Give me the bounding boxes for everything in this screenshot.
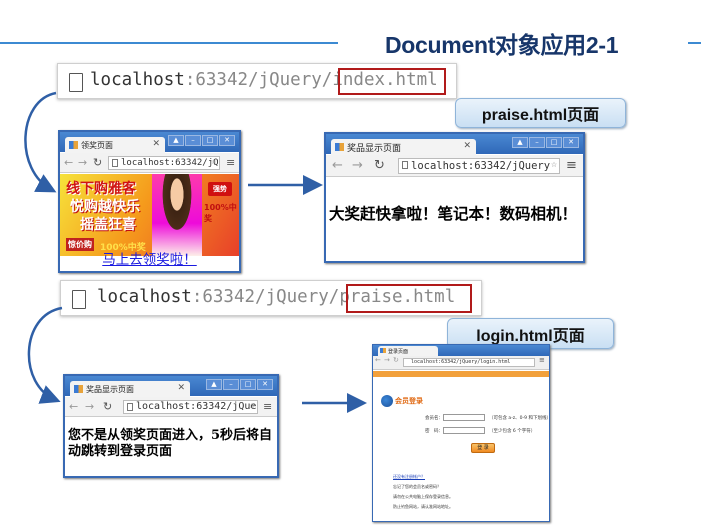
close-window-icon[interactable]: ✕ (563, 137, 579, 148)
url-host: localhost (97, 287, 192, 307)
close-tab-icon[interactable]: ✕ (152, 139, 160, 149)
forward-icon[interactable]: → (384, 356, 390, 364)
login-button[interactable]: 登 录 (471, 443, 495, 453)
curved-arrow-1 (24, 91, 57, 193)
file-highlight-box (338, 68, 446, 95)
favicon-icon (74, 385, 83, 393)
member-icon (381, 395, 393, 407)
star-icon[interactable]: ☆ (550, 159, 557, 170)
url-bar-praise: localhost:63342/jQuery/praise.html (60, 280, 482, 316)
slide-title: Document对象应用2-1 (385, 32, 619, 58)
star-icon[interactable]: ☆ (210, 156, 217, 167)
browser-window-praise-redirect: 奖品显示页面✕ ▲–□✕ ← → ↻ localhost:63342/jQuer… (63, 374, 279, 478)
url-path: :63342/jQuery/ (191, 287, 340, 307)
browser-tab[interactable]: 奖品显示页面 ✕ (70, 381, 190, 397)
tab-title: 登录页面 (388, 348, 409, 355)
tab-title: 奖品显示页面 (347, 143, 402, 154)
prize-message: 大奖赶快拿啦！笔记本！数码相机！ (329, 204, 578, 223)
browser-window-login: 登录页面 ← → ↻ localhost:63342/jQuery/login.… (372, 344, 551, 522)
close-tab-icon[interactable]: ✕ (463, 141, 471, 151)
file-highlight-box (346, 284, 472, 313)
redirect-message: 您不是从领奖页面进入，5秒后将自动跳转到登录页面 (68, 428, 273, 459)
back-icon[interactable]: ← (64, 156, 74, 169)
url-bar-index: localhost:63342/jQuery/index.html (57, 63, 457, 99)
reload-icon[interactable]: ↻ (103, 400, 113, 413)
url-file: praise.html (339, 287, 456, 307)
reload-icon[interactable]: ↻ (93, 156, 103, 169)
browser-tab[interactable]: 领奖页面 ✕ (65, 137, 165, 153)
model-image (152, 174, 202, 256)
favicon-icon (335, 143, 344, 151)
login-notes: 还没有注册帐户？ 忘记了您的会员名或密码？ 请勿在公共电脑上保存登录信息。 防止… (393, 474, 453, 509)
address-bar[interactable]: localhost:63342/jQuery/login.html (403, 358, 535, 367)
forward-icon[interactable]: → (78, 156, 88, 169)
browser-tab[interactable]: 奖品显示页面 ✕ (331, 139, 476, 155)
maximize-icon[interactable]: □ (240, 379, 256, 390)
tab-title: 奖品显示页面 (86, 384, 134, 394)
user-icon[interactable]: ▲ (512, 137, 528, 148)
address-bar[interactable]: localhost:63342/jQuery☆ (398, 158, 560, 174)
address-bar[interactable]: localhost:63342/jQuery☆ (123, 400, 258, 414)
minimize-icon[interactable]: – (529, 137, 545, 148)
menu-icon[interactable]: ≡ (263, 400, 273, 413)
menu-icon[interactable]: ≡ (566, 158, 577, 173)
browser-window-index: 领奖页面✕ ▲–□✕ ← → ↻ localhost:63342/jQuery☆… (58, 130, 241, 273)
page-icon (112, 159, 118, 167)
document-icon (72, 290, 86, 309)
url-host: localhost (90, 70, 185, 90)
favicon-icon (69, 141, 78, 149)
member-logo: 会员登录 (381, 395, 423, 407)
minimize-icon[interactable]: – (223, 379, 239, 390)
title-rule-right (688, 42, 701, 44)
close-window-icon[interactable]: ✕ (219, 135, 235, 146)
back-icon[interactable]: ← (332, 158, 343, 173)
forward-icon[interactable]: → (85, 400, 95, 413)
star-icon[interactable]: ☆ (248, 400, 255, 411)
url-file: index.html (332, 70, 438, 90)
back-icon[interactable]: ← (69, 400, 79, 413)
curved-arrow-2 (27, 306, 63, 404)
back-icon[interactable]: ← (375, 356, 381, 364)
username-input[interactable] (443, 414, 485, 421)
page-icon (402, 161, 408, 169)
address-bar[interactable]: localhost:63342/jQuery☆ (108, 156, 220, 170)
close-window-icon[interactable]: ✕ (257, 379, 273, 390)
page-icon (127, 403, 133, 411)
claim-prize-link[interactable]: 马上去领奖啦！ (102, 252, 197, 268)
maximize-icon[interactable]: □ (202, 135, 218, 146)
minimize-icon[interactable]: – (185, 135, 201, 146)
document-icon (69, 73, 83, 92)
reload-icon[interactable]: ↻ (374, 158, 385, 173)
browser-tab[interactable]: 登录页面 (378, 346, 438, 356)
user-icon[interactable]: ▲ (206, 379, 222, 390)
user-icon[interactable]: ▲ (168, 135, 184, 146)
title-rule-left (0, 42, 338, 44)
browser-window-praise: 奖品显示页面✕ ▲–□✕ ← → ↻ localhost:63342/jQuer… (324, 132, 585, 263)
promo-banner: 线下购雅客 悦购越快乐 摇盖狂喜 强势 100%中奖 惊价购 100%中奖 (60, 174, 239, 256)
callout-praise-page: praise.html页面 (455, 98, 626, 128)
maximize-icon[interactable]: □ (546, 137, 562, 148)
close-tab-icon[interactable]: ✕ (177, 383, 185, 393)
menu-icon[interactable]: ≡ (226, 156, 236, 169)
favicon-icon (380, 348, 386, 353)
reload-icon[interactable]: ↻ (393, 356, 399, 364)
url-path: :63342/jQuery/ (184, 70, 333, 90)
tab-title: 领奖页面 (81, 140, 113, 150)
callout-login-page: login.html页面 (447, 318, 614, 349)
menu-icon[interactable]: ≡ (539, 356, 545, 364)
forward-icon[interactable]: → (352, 158, 363, 173)
password-input[interactable] (443, 427, 485, 434)
